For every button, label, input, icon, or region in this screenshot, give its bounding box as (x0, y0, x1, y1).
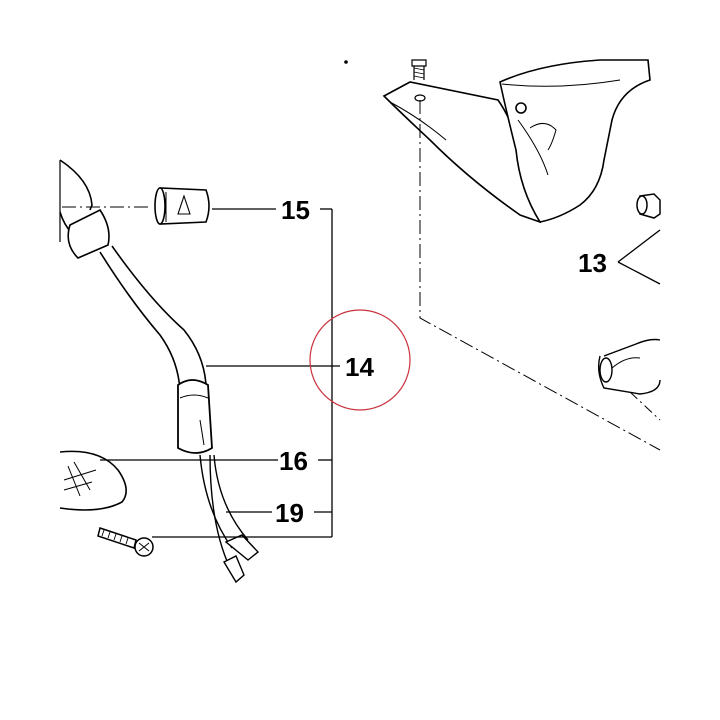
centerline-housing (419, 100, 661, 451)
highlight-circle (309, 309, 411, 411)
indicator-lens (59, 450, 127, 511)
lower-right-part (597, 338, 661, 421)
callout-16: 16 (279, 446, 308, 476)
callout-14: 14 (345, 352, 374, 382)
clip-13 (636, 193, 661, 219)
callout-15: 15 (281, 195, 310, 225)
mirror-assembly (59, 159, 260, 584)
callout-leaders (100, 208, 661, 538)
grommet (154, 187, 210, 225)
dot-mark (344, 60, 348, 64)
callout-13: 13 (578, 248, 607, 278)
callout-19: 19 (275, 498, 304, 528)
screw (97, 527, 154, 557)
housing-bracket (382, 59, 651, 224)
